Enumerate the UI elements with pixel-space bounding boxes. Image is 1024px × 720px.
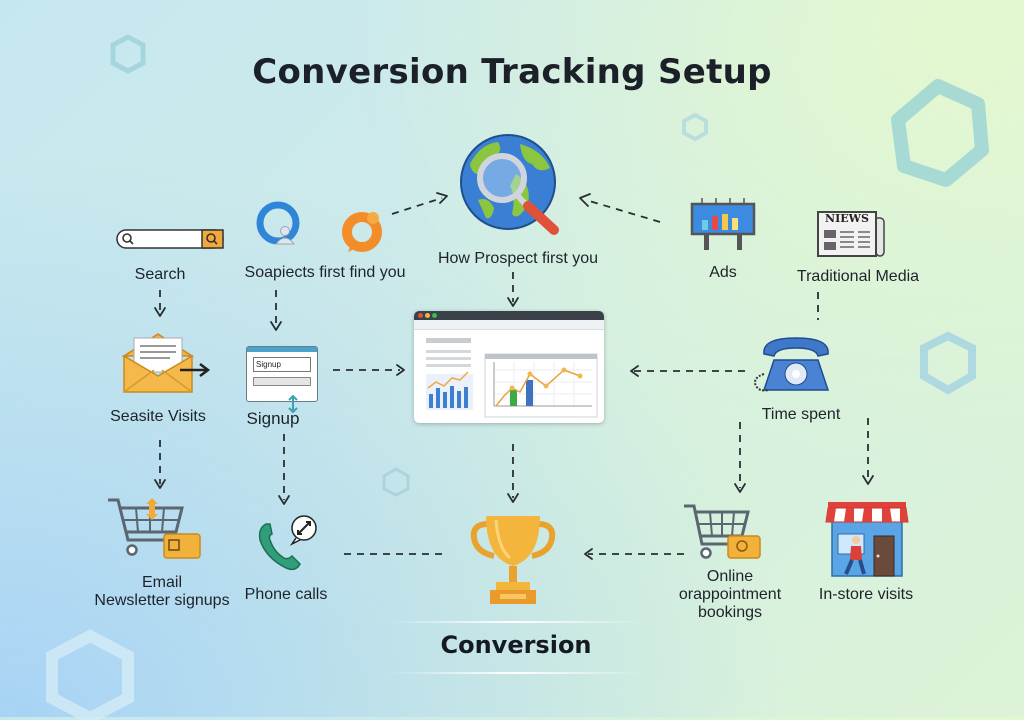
chat-bubble-icon — [342, 212, 382, 252]
shopping-cart-icon — [108, 498, 201, 559]
conversion-label: Conversion — [440, 631, 592, 659]
resize-arrow-icon — [288, 394, 298, 414]
search-bar-icon — [116, 229, 224, 249]
arrow-ads-to-globe — [585, 199, 661, 223]
hexagon-decoration — [891, 79, 989, 187]
first-find-label: Soapiects first find you — [244, 264, 406, 281]
page-title: Conversion Tracking Setup — [252, 52, 772, 92]
analytics-dashboard-icon — [414, 311, 604, 423]
hexagon-decoration — [110, 34, 146, 74]
divider-top — [386, 621, 646, 623]
signup-label: Signup — [246, 409, 300, 428]
billboard-icon — [690, 198, 756, 250]
traditional-media-label: Traditional Media — [796, 268, 920, 285]
envelope-icon — [121, 333, 211, 393]
online-bookings-label: Online orappointment bookings — [660, 568, 800, 622]
time-spent-label: Time spent — [761, 406, 841, 423]
storefront-icon — [825, 502, 909, 577]
rotary-phone-icon — [754, 337, 830, 392]
hexagon-decoration — [682, 112, 708, 142]
shopping-cart-icon — [684, 504, 761, 559]
profile-icon — [256, 201, 300, 245]
website-visits-label: Seasite Visits — [110, 408, 206, 425]
ads-label: Ads — [709, 264, 737, 281]
arrow-chat-to-globe — [391, 197, 443, 215]
search-label: Search — [134, 266, 186, 283]
newspaper-headline: NIEWS — [825, 212, 869, 225]
in-store-label: In-store visits — [818, 586, 914, 603]
email-newsletter-label-line2: Newsletter signups — [94, 592, 230, 609]
globe-magnifier-icon — [460, 134, 559, 235]
phone-handset-icon — [258, 515, 317, 571]
phone-calls-label: Phone calls — [244, 586, 328, 603]
trophy-icon — [470, 516, 556, 604]
hexagon-decoration — [920, 331, 976, 395]
online-bookings-label-line2: orappointment — [678, 586, 782, 603]
newspaper-icon: NIEWS — [816, 210, 888, 258]
online-bookings-label-line1: Online — [706, 568, 754, 585]
online-bookings-label-line3: bookings — [697, 604, 763, 621]
email-newsletter-label-line1: Email — [141, 574, 182, 591]
signup-form-icon: Signup — [246, 346, 318, 402]
signup-field-text: Signup — [253, 357, 311, 372]
divider-bottom — [386, 672, 646, 674]
email-newsletter-label: Email Newsletter signups — [84, 574, 240, 610]
globe-label: How Prospect first you — [437, 250, 599, 267]
hexagon-decoration — [382, 467, 410, 497]
